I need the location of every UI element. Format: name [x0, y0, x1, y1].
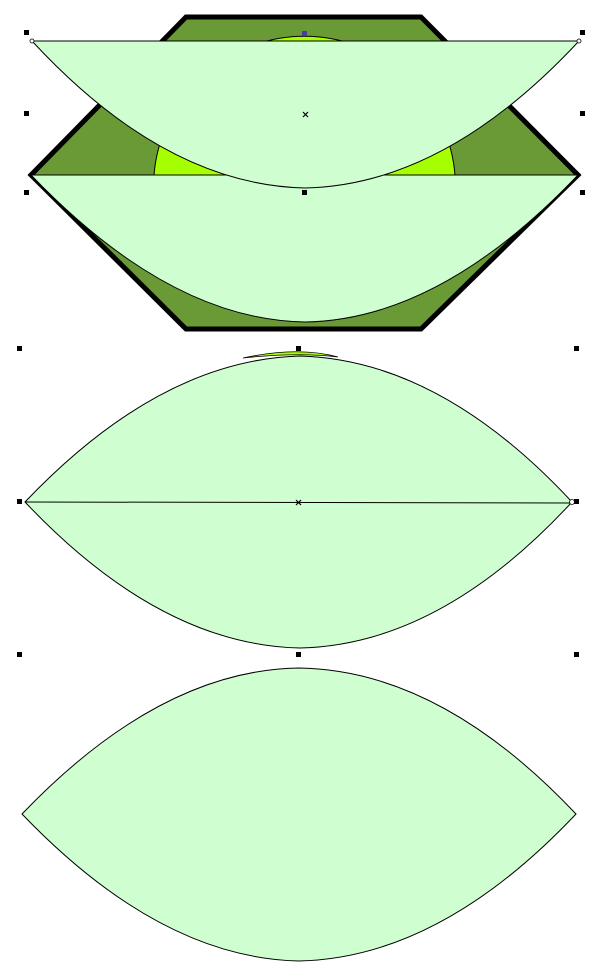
middle-selection-handles[interactable] [17, 346, 579, 657]
selection-handle[interactable] [296, 346, 301, 351]
selection-handle[interactable] [24, 30, 29, 35]
selection-handle-center[interactable] [302, 31, 307, 36]
selection-handle[interactable] [17, 499, 22, 504]
selection-handle[interactable] [302, 190, 307, 195]
selection-handle[interactable] [574, 346, 579, 351]
selection-handle[interactable] [580, 111, 585, 116]
selection-handle[interactable] [17, 346, 22, 351]
rotation-center-icon[interactable] [302, 111, 309, 118]
selection-handle[interactable] [24, 190, 29, 195]
selection-handle[interactable] [580, 190, 585, 195]
node-handle[interactable] [569, 499, 575, 505]
node-handle[interactable] [576, 38, 582, 44]
top-composition[interactable] [27, 14, 582, 332]
lower-arc-shape[interactable] [29, 174, 580, 323]
bottom-lens-shape[interactable] [21, 667, 577, 962]
top-selection-handles[interactable] [24, 30, 585, 195]
selection-handle[interactable] [580, 30, 585, 35]
selection-handle[interactable] [574, 652, 579, 657]
selection-handle[interactable] [17, 652, 22, 657]
node-handle[interactable] [29, 38, 35, 44]
middle-composition[interactable] [24, 351, 575, 649]
rotation-center-icon[interactable] [295, 499, 302, 506]
selection-handle[interactable] [296, 652, 301, 657]
selection-handle[interactable] [574, 499, 579, 504]
selection-handle[interactable] [24, 111, 29, 116]
bright-sliver[interactable] [242, 351, 339, 359]
